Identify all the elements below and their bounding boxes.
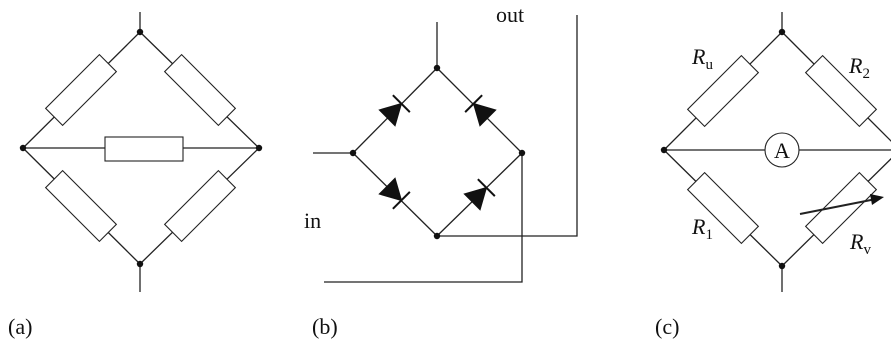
resistor-c-ru [686,54,760,128]
variable-resistor-arrow-shaft [799,198,877,215]
node-a-right [255,144,263,152]
variable-resistor-arrow-head [870,194,884,205]
node-a-bottom [136,260,144,268]
node-b-bottom [433,232,441,240]
diode-b-bottom-right [463,178,496,211]
node-c-top [778,28,786,36]
diode-b-top-left [378,94,411,127]
diode-b-top-right [464,94,497,127]
ammeter-icon [764,132,800,168]
return-lead-wire [324,153,523,283]
caption-b: (b) [312,314,338,339]
resistor-a-top-right [163,53,237,127]
ammeter-label: A [774,138,790,163]
node-a-top [136,28,144,36]
node-b-top [433,64,441,72]
resistor-a-middle [104,136,184,162]
bridge-b: out in (b) [304,2,578,339]
node-c-bottom [778,262,786,270]
diode-b-bottom-left [378,177,411,210]
node-c-left [660,146,668,154]
resistor-c-r2 [804,54,878,128]
resistor-a-bottom-right [163,169,237,243]
caption-a: (a) [8,314,32,339]
input-label: in [304,208,321,233]
caption-c: (c) [655,314,679,339]
label-ru: Ru [691,44,713,73]
node-b-left [349,149,357,157]
output-lead-wire [437,15,578,237]
bridge-a: (a) [8,12,263,339]
resistor-c-r1 [686,171,760,245]
node-a-left [19,144,27,152]
output-label: out [496,2,524,27]
resistor-a-bottom-left [44,169,118,243]
resistor-a-top-left [44,53,118,127]
bridge-c: A Ru R2 R1 Rv (c) [655,12,891,339]
label-r2: R2 [848,53,870,82]
label-r1: R1 [691,214,713,243]
node-b-right [518,149,526,157]
resistor-c-rv [804,171,878,245]
label-rv: Rv [849,229,871,258]
